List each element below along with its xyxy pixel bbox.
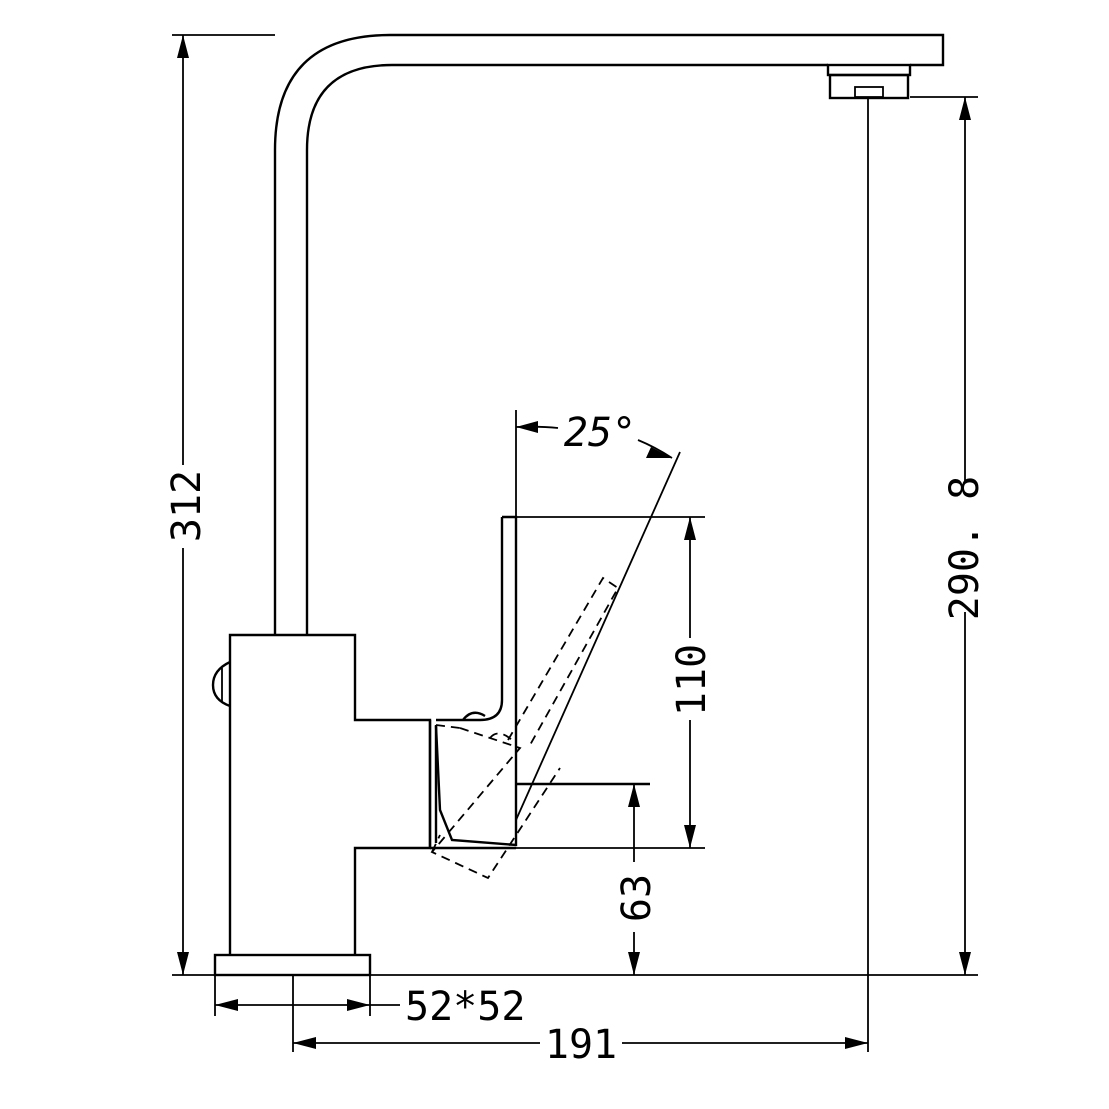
dim-base-size: 52*52 <box>215 984 525 1030</box>
dim-lever-base-height-label: 63 <box>614 874 660 922</box>
lever-tilted-dashed <box>430 576 620 880</box>
lever-connector <box>434 515 518 847</box>
dim-total-height-label: 312 <box>164 470 210 542</box>
reference-lines <box>172 34 978 1052</box>
dim-outlet-height-label: 290. 8 <box>942 476 988 621</box>
dim-reach: 191 <box>293 1022 868 1068</box>
dim-lever-height-label: 110 <box>669 644 715 716</box>
spout-inner <box>305 63 828 635</box>
faucet-body <box>228 633 432 955</box>
dim-base-size-label: 52*52 <box>405 984 525 1030</box>
aerator-tip <box>854 86 884 98</box>
lever-upright <box>436 517 504 722</box>
aerator <box>826 63 912 77</box>
dim-lever-angle-label: 25° <box>564 410 636 456</box>
dim-lever-height: 110 <box>669 517 715 848</box>
dim-reach-label: 191 <box>545 1022 617 1068</box>
aerator-nozzle <box>828 73 910 100</box>
base-plate <box>213 953 372 977</box>
dim-total-height: 312 <box>164 35 210 975</box>
dim-lever-angle: 25° <box>515 410 673 459</box>
spout-outer <box>273 33 945 635</box>
faucet-outline <box>211 33 945 977</box>
dim-outlet-height: 290. 8 <box>942 97 988 975</box>
lever-angle-line <box>515 451 681 821</box>
dim-lever-base-height: 63 <box>614 784 660 975</box>
